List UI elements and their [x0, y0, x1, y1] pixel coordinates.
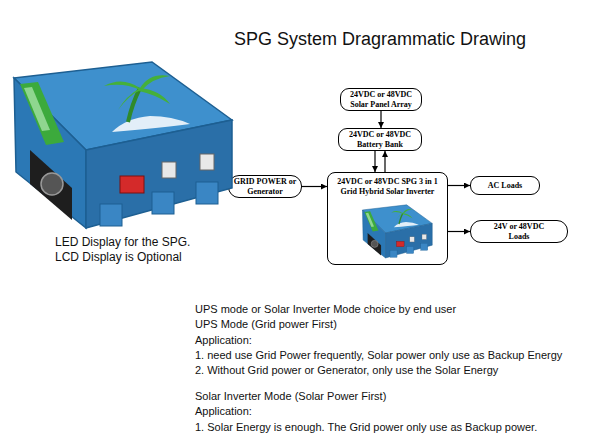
note-text: UPS Mode (Grid power First) [195, 318, 337, 331]
box-text: 24V or 48VDC Loads [485, 222, 553, 241]
inverter-thumbnail [362, 205, 432, 258]
inverter-photo [14, 62, 232, 228]
note-text: 1. Solar Energy is enough. The Grid powe… [195, 421, 537, 434]
box-text: 24VDC or 48VDC Battery Bank [342, 130, 418, 149]
note-text: UPS mode or Solar Inverter Mode choice b… [195, 303, 456, 316]
process-box: AC Loads [470, 176, 540, 195]
connector-arrow [448, 231, 470, 232]
process-box: 24VDC or 48VDC Solar Panel Array [340, 88, 422, 111]
connector-arrow [374, 151, 375, 172]
connector-arrow [302, 186, 327, 187]
process-box: GRID POWER or Generator [228, 175, 302, 198]
box-text: AC Loads [488, 181, 522, 191]
connector-arrow [448, 185, 470, 186]
box-text: 24VDC or 48VDC SPG 3 in 1 Grid Hybrid So… [331, 177, 444, 196]
connector-arrow [380, 111, 381, 128]
connector-arrow [384, 151, 385, 172]
note-text: LED Display for the SPG. [55, 235, 190, 249]
box-text: GRID POWER or Generator [232, 177, 298, 196]
process-box: 24VDC or 48VDC Battery Bank [338, 128, 422, 151]
diagram-title: SPG System Dragrammatic Drawing [190, 29, 570, 50]
note-text: Solar Inverter Mode (Solar Power First) [195, 390, 386, 403]
box-text: 24VDC or 48VDC Solar Panel Array [344, 90, 418, 109]
note-text: LCD Display is Optional [55, 250, 182, 264]
note-text: Application: [195, 334, 252, 347]
process-box: 24VDC or 48VDC SPG 3 in 1 Grid Hybrid So… [327, 172, 448, 265]
process-box: 24V or 48VDC Loads [470, 220, 568, 243]
note-text: Application: [195, 405, 252, 418]
note-text: 1. need use Grid Power frequently, Solar… [195, 349, 562, 362]
note-text: 2. Without Grid power or Generator, only… [195, 364, 498, 377]
